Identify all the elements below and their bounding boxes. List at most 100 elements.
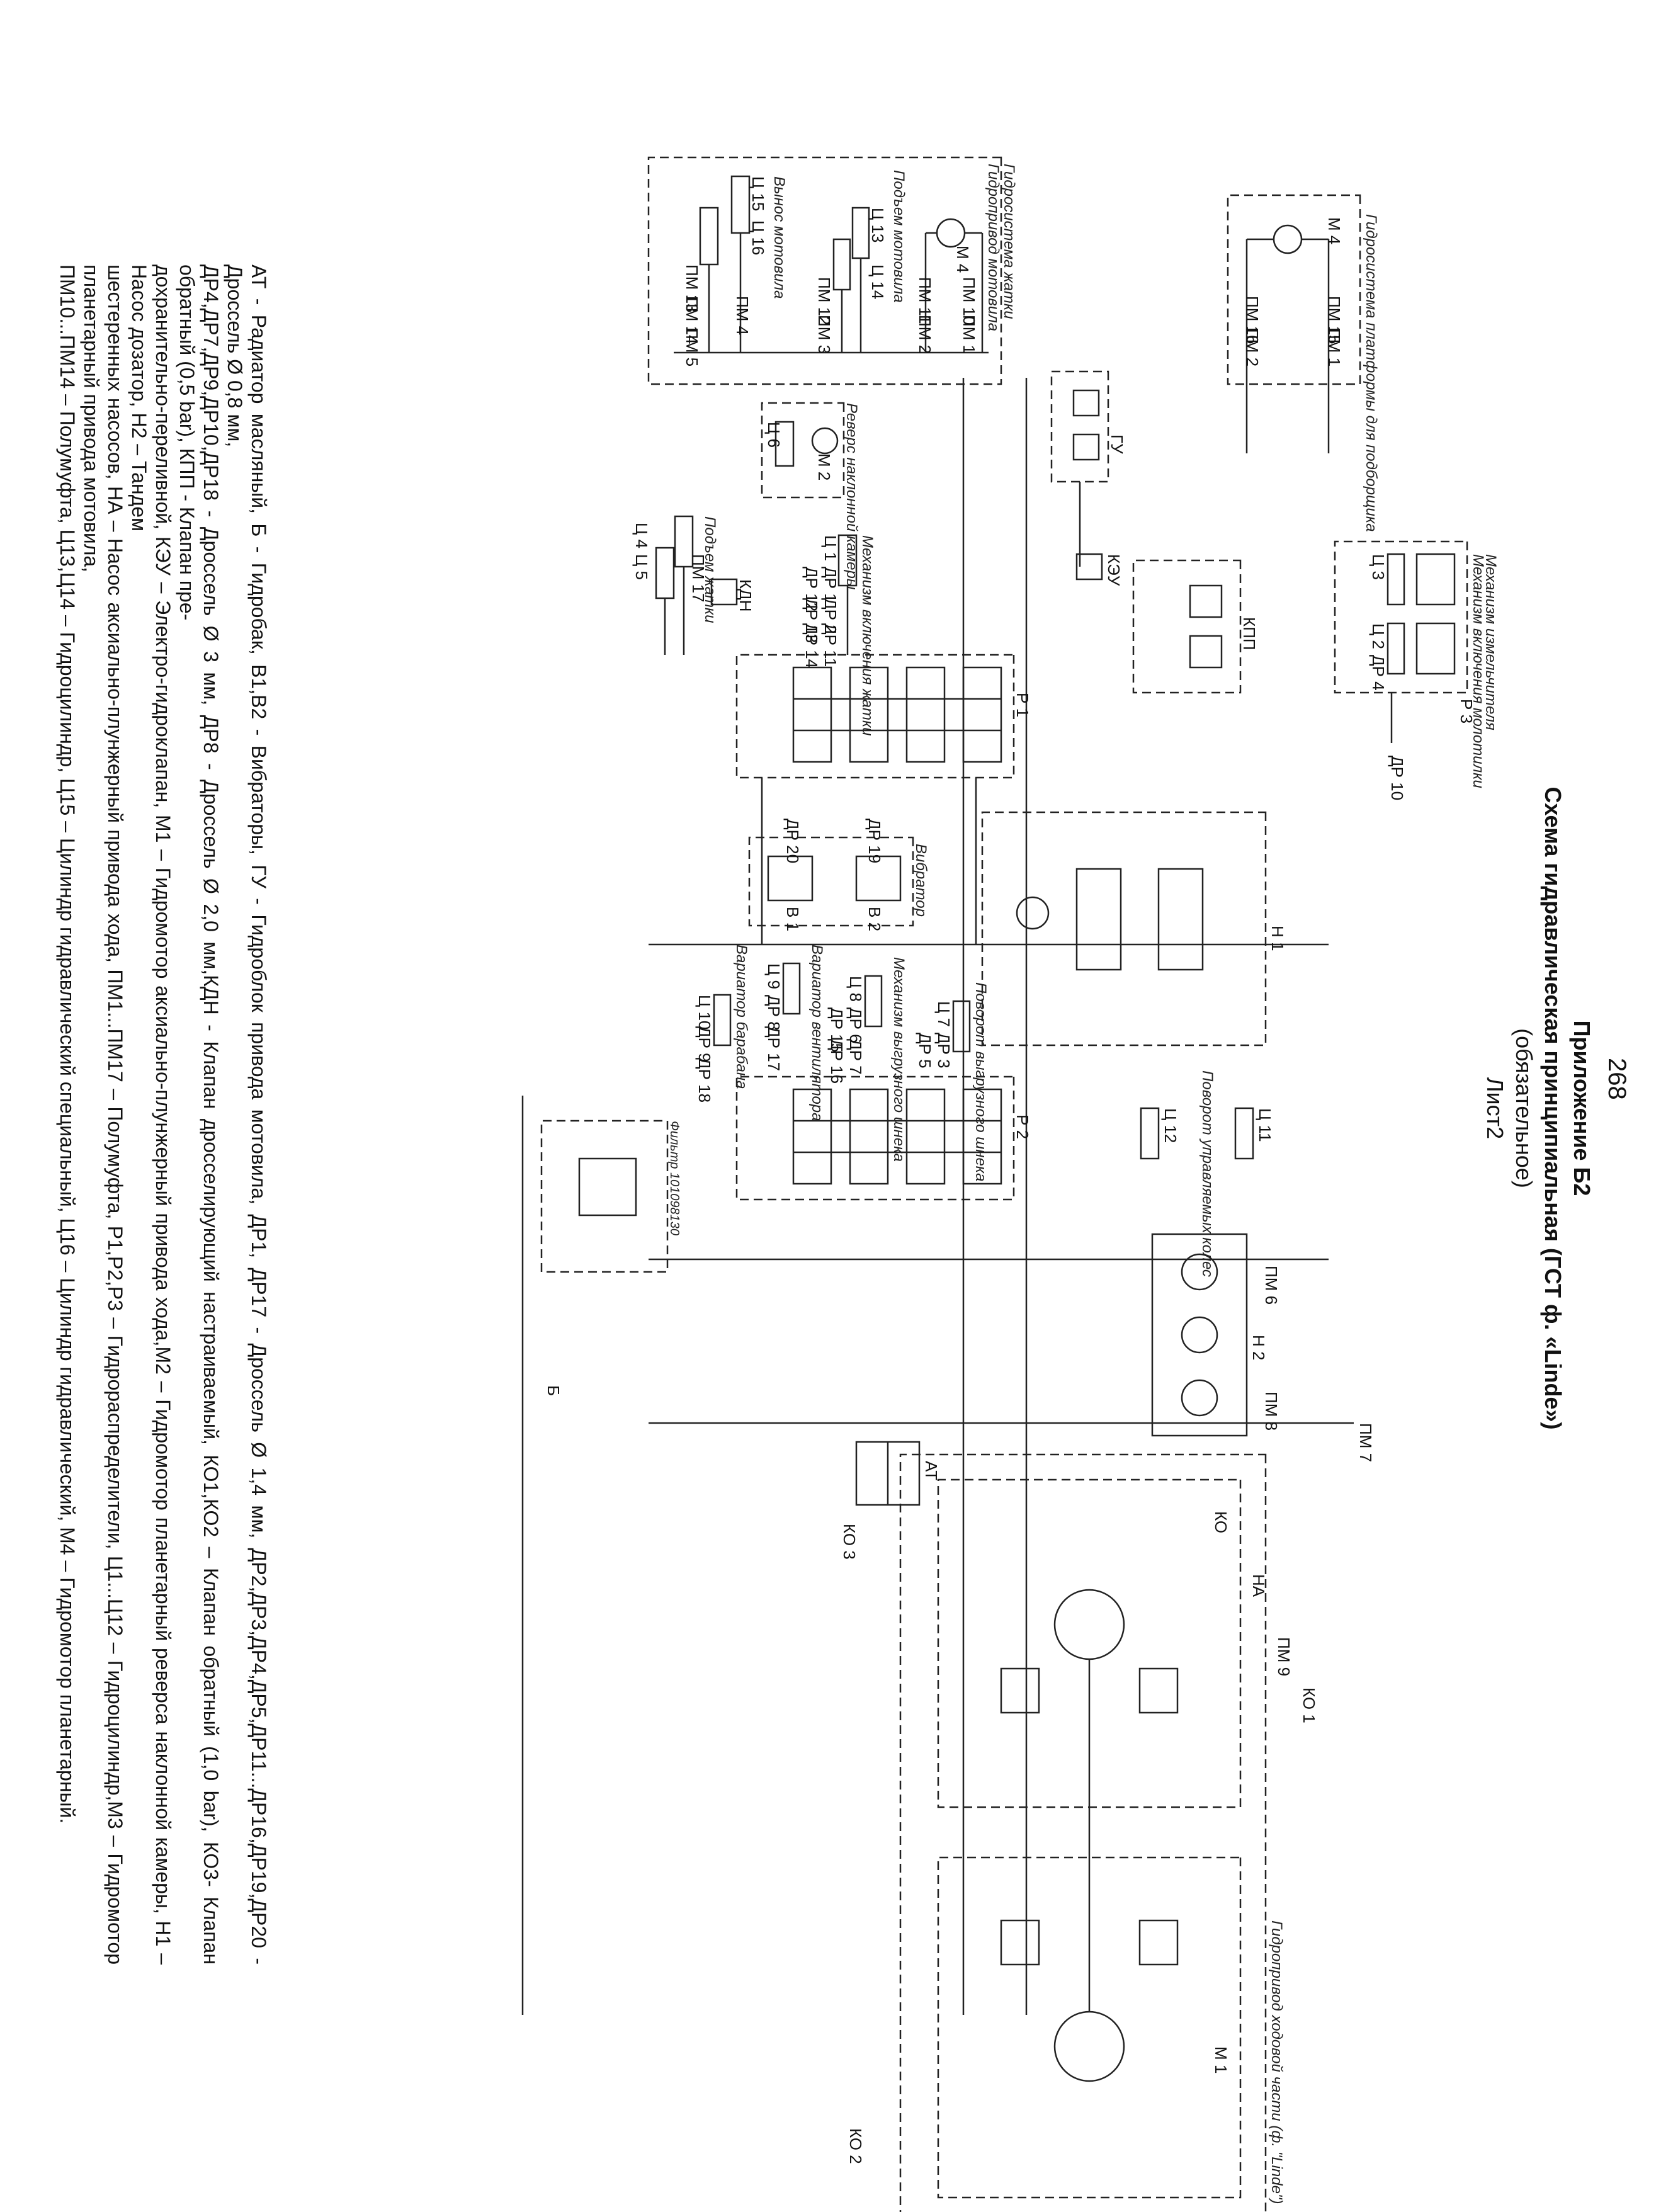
pump-na bbox=[1053, 1589, 1125, 1660]
label-m4-b: М 4 bbox=[953, 246, 972, 273]
label-chopper-clutch: Механизм измельчителя bbox=[1482, 554, 1499, 730]
gu-valve-block bbox=[1050, 370, 1109, 483]
label-pm6: ПМ 6 bbox=[1262, 1266, 1281, 1305]
vibrator-block bbox=[748, 836, 914, 927]
label-drive-linde: Гидропривод ходовой части (ф. "Linde") bbox=[1268, 1920, 1285, 2204]
label-filter: Фильтр 101098130 bbox=[667, 1121, 681, 1235]
cylinder-c10 bbox=[713, 994, 732, 1046]
kpp-block bbox=[1132, 559, 1242, 694]
label-dr11: ДР 11 bbox=[821, 623, 840, 667]
label-ko1: КО 1 bbox=[1300, 1687, 1319, 1723]
distributor-p2 bbox=[735, 1075, 1015, 1201]
label-dr7: ДР 7 bbox=[846, 1039, 865, 1075]
motor-m4-header bbox=[936, 218, 966, 248]
label-c14: Ц 14 bbox=[868, 264, 887, 299]
label-dr6: ДР 6 bbox=[846, 1007, 865, 1043]
legend-line: ДР4,ДР7,ДР9,ДР10,ДР18 - Дроссель Ø 3 мм,… bbox=[176, 264, 222, 1965]
label-c15: Ц 15 bbox=[749, 176, 768, 211]
cylinder-c12 bbox=[1140, 1107, 1160, 1160]
label-dr12: ДР 12 bbox=[802, 567, 821, 611]
label-dr15: ДР 15 bbox=[827, 1007, 846, 1052]
label-pm15: ПМ 15 bbox=[1325, 296, 1344, 344]
label-thresher-clutch: Механизм включения молотилки bbox=[1470, 554, 1487, 788]
legend-line: АТ - Радиатор масляный, Б - Гидробак, В1… bbox=[224, 264, 270, 1965]
label-dr14: ДР 14 bbox=[802, 623, 821, 668]
label-dr18: ДР 18 bbox=[695, 1058, 714, 1103]
filter-block bbox=[540, 1120, 669, 1273]
label-kdn: КДН bbox=[736, 579, 755, 612]
label-fan-variator: Вариатор вентилятора bbox=[808, 944, 825, 1121]
label-dr8: ДР 8 bbox=[764, 995, 783, 1031]
label-pm1-b: ПМ 1 bbox=[960, 315, 978, 354]
label-c12: Ц 12 bbox=[1161, 1108, 1180, 1143]
label-tank-b: Б bbox=[544, 1385, 563, 1396]
label-dr16: ДР 16 bbox=[827, 1039, 846, 1084]
label-pm14: ПМ 14 bbox=[683, 296, 701, 344]
label-reel-lift: Подъем мотовила bbox=[890, 170, 907, 303]
label-na: НА bbox=[1249, 1574, 1268, 1597]
label-c13: Ц 13 bbox=[868, 208, 887, 242]
label-dr10: ДР 10 bbox=[1388, 756, 1407, 800]
label-pm4: ПМ 4 bbox=[733, 296, 752, 335]
cylinder-c16 bbox=[699, 207, 719, 266]
label-wheel-steering: Поворот управляемых колес bbox=[1199, 1070, 1216, 1277]
label-pm3: ПМ 3 bbox=[815, 315, 834, 354]
cylinder-c13 bbox=[851, 207, 870, 259]
label-m1: М 1 bbox=[1211, 2046, 1230, 2073]
label-chamber-reverse: Реверс наклонной камеры bbox=[843, 403, 860, 590]
cylinder-c11 bbox=[1234, 1107, 1254, 1160]
label-dr4: ДР 4 bbox=[1369, 655, 1388, 691]
label-at: АТ bbox=[922, 1461, 941, 1480]
label-dr17: ДР 17 bbox=[764, 1026, 783, 1071]
label-c3: Ц 3 bbox=[1369, 554, 1388, 580]
label-ko3: КО 3 bbox=[840, 1524, 859, 1560]
label-header-lift: Подъем жатки bbox=[701, 516, 718, 623]
label-dr1: ДР 1 bbox=[821, 567, 840, 603]
h2-pump-block bbox=[1151, 1233, 1248, 1437]
cylinder-c2 bbox=[1387, 553, 1405, 606]
label-c16: Ц 16 bbox=[749, 220, 768, 255]
label-p3: Р 3 bbox=[1457, 699, 1476, 723]
motor-m4-platform bbox=[1273, 224, 1303, 254]
label-c2: Ц 2 bbox=[1369, 623, 1388, 649]
label-m2: М 2 bbox=[815, 453, 834, 480]
label-pm2-a: ПМ 2 bbox=[1243, 327, 1262, 366]
drive-linde-block bbox=[899, 1453, 1267, 2212]
label-dr19: ДР 19 bbox=[865, 819, 884, 863]
cylinder-c14 bbox=[832, 238, 851, 291]
label-pm8: ПМ 8 bbox=[1262, 1392, 1281, 1431]
label-pm16: ПМ 16 bbox=[1243, 296, 1262, 344]
legend: АТ - Радиатор масляный, Б - Гидробак, В1… bbox=[55, 264, 271, 1965]
vibrator-b2 bbox=[767, 855, 814, 902]
vibrator-b1 bbox=[855, 855, 902, 902]
label-c9: Ц 9 bbox=[764, 963, 783, 989]
pump-h1 bbox=[1016, 896, 1050, 930]
label-pm10: ПМ 10 bbox=[960, 277, 978, 326]
label-dr3: ДР 3 bbox=[934, 1033, 953, 1069]
label-unloader-swing: Поворот выгрузного шнека bbox=[972, 982, 989, 1181]
label-kpp: КПП bbox=[1240, 617, 1259, 650]
label-c6: Ц 6 bbox=[764, 422, 783, 448]
label-c10: Ц 10 bbox=[695, 995, 714, 1029]
label-pm2-b: ПМ 2 bbox=[916, 315, 934, 354]
label-c5: Ц 5 bbox=[632, 554, 651, 580]
motor-m1 bbox=[1053, 2011, 1125, 2082]
label-keu: КЭУ bbox=[1104, 554, 1123, 586]
label-pm13: ПМ 13 bbox=[683, 264, 701, 313]
label-dr2: ДР 2 bbox=[821, 598, 840, 634]
keu-valve bbox=[1075, 553, 1103, 581]
label-unloader-clutch: Механизм выгрузного шнека bbox=[890, 957, 907, 1162]
label-pm1-a: ПМ 1 bbox=[1325, 327, 1344, 366]
label-dr20: ДР 20 bbox=[783, 819, 802, 863]
label-reel-hydraulics: Гидросистема жатки bbox=[1001, 164, 1018, 319]
label-h2: Н 2 bbox=[1249, 1335, 1268, 1360]
label-pm17: ПМ 17 bbox=[689, 554, 708, 603]
cylinder-c7 bbox=[952, 1000, 971, 1053]
cylinder-c5 bbox=[655, 547, 675, 599]
label-b1: В 1 bbox=[783, 907, 802, 931]
m1-motor-block bbox=[937, 1856, 1242, 2199]
label-drum-variator: Вариатор барабана bbox=[733, 944, 750, 1089]
label-gu: ГУ bbox=[1108, 434, 1126, 454]
